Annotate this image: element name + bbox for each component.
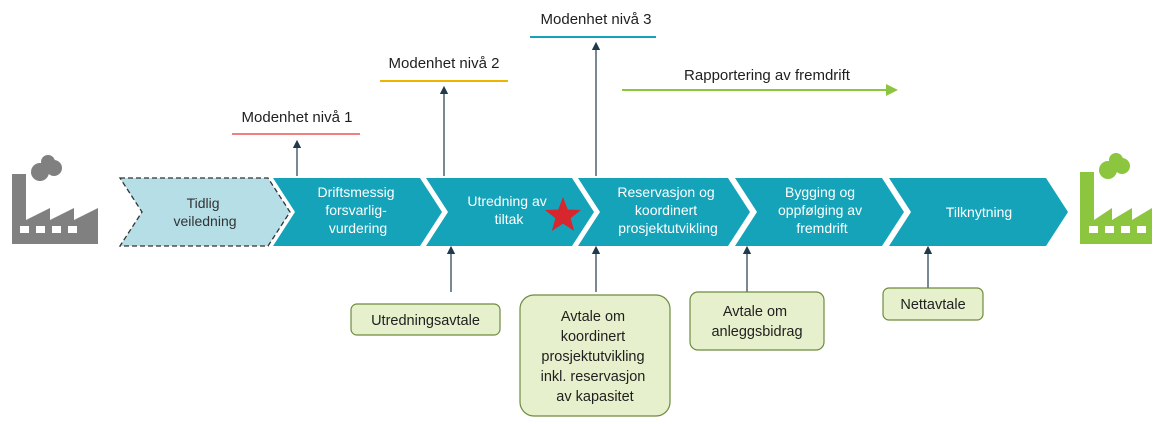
svg-text:Tidlig veiledning: Tidlig veiledning	[173, 195, 236, 229]
svg-text:Avtale om anleggsbidrag: Avtale om anleggsbidrag	[711, 304, 802, 340]
svg-text:Driftsmessig forsvarlig-: Driftsmessig forsvarlig- vurdering	[318, 184, 399, 236]
agreement-2-line-3: prosjektutvikling	[541, 349, 644, 365]
step-2-line-3: vurdering	[329, 220, 387, 236]
step-2-chevron: Driftsmessig forsvarlig- vurdering	[273, 178, 442, 246]
svg-text:Utredning av tiltak: Utredning av tiltak	[467, 193, 550, 227]
factory-start-icon	[12, 155, 98, 244]
step-4-chevron: Reservasjon og koordinert prosjektutvikl…	[578, 178, 750, 246]
star-icon	[545, 197, 581, 231]
svg-text:Nettavtale: Nettavtale	[900, 297, 965, 313]
step-4-line-2: koordinert	[635, 202, 697, 218]
agreement-2-line-1: Avtale om	[561, 309, 625, 325]
step-3-line-1: Utredning av	[467, 193, 546, 209]
maturity-level-1: Modenhet nivå 1	[232, 109, 360, 176]
agreement-box-1: Utredningsavtale	[350, 303, 501, 336]
agreement-2-line-2: koordinert	[561, 329, 625, 345]
step-4-line-1: Reservasjon og	[617, 184, 714, 200]
agreement-box-3: Avtale om anleggsbidrag	[689, 291, 825, 351]
agreement-2-line-4: inkl. reservasjon	[541, 369, 646, 385]
step-5-line-2: oppfølging av	[778, 202, 862, 218]
step-2-line-2: forsvarlig-	[325, 202, 387, 218]
svg-text:Utredningsavtale: Utredningsavtale	[371, 313, 480, 329]
agreement-3-line-2: anleggsbidrag	[711, 324, 802, 340]
maturity-level-3-label: Modenhet nivå 3	[541, 11, 652, 28]
step-6-line-1: Tilknytning	[946, 204, 1012, 220]
reporting-label: Rapportering av fremdrift	[684, 67, 851, 84]
svg-text:Avtale om koordinert: Avtale om koordinert prosjektutvikling i…	[541, 309, 650, 405]
step-5-line-1: Bygging og	[785, 184, 855, 200]
agreement-3-line-1: Avtale om	[723, 304, 787, 320]
agreement-box-4: Nettavtale	[882, 287, 984, 321]
maturity-level-3: Modenhet nivå 3	[530, 11, 656, 176]
step-1-chevron: Tidlig veiledning	[118, 177, 291, 247]
step-4-line-3: prosjektutvikling	[618, 220, 718, 236]
step-3-chevron: Utredning av tiltak	[426, 178, 594, 246]
reporting-progress: Rapportering av fremdrift	[622, 67, 898, 96]
agreement-1-line-1: Utredningsavtale	[371, 313, 480, 329]
maturity-level-2-label: Modenhet nivå 2	[389, 55, 500, 72]
svg-text:Tilknytning: Tilknytning	[946, 204, 1012, 220]
factory-end-icon	[1080, 153, 1152, 244]
step-1-line-1: Tidlig	[187, 195, 220, 211]
agreement-4-line-1: Nettavtale	[900, 297, 965, 313]
step-1-line-2: veiledning	[173, 213, 236, 229]
step-6-chevron: Tilknytning	[889, 178, 1068, 246]
agreement-2-line-5: av kapasitet	[556, 389, 633, 405]
agreement-box-2: Avtale om koordinert prosjektutvikling i…	[519, 294, 671, 417]
step-2-line-1: Driftsmessig	[318, 184, 395, 200]
step-5-chevron: Bygging og oppfølging av fremdrift	[735, 178, 904, 246]
maturity-level-1-label: Modenhet nivå 1	[242, 109, 353, 126]
maturity-level-2: Modenhet nivå 2	[380, 55, 508, 176]
step-3-line-2: tiltak	[495, 211, 525, 227]
step-5-line-3: fremdrift	[796, 220, 847, 236]
svg-text:Reservasjon og koordiner: Reservasjon og koordinert prosjektutvikl…	[617, 184, 718, 236]
svg-text:Bygging og oppfølging av: Bygging og oppfølging av fremdrift	[778, 184, 866, 236]
